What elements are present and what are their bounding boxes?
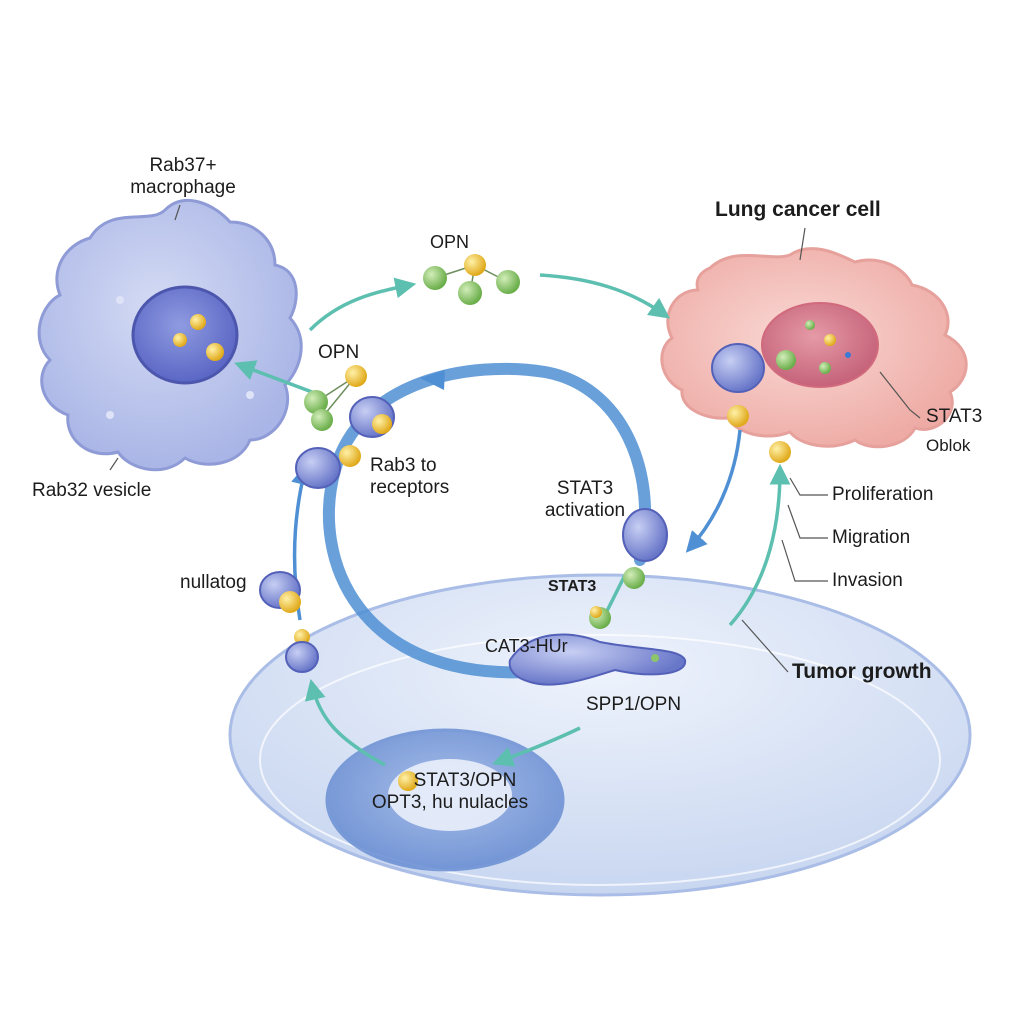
arrow-spp1-to-nucleus [492,726,581,767]
spp1-opn-label: SPP1/OPN [586,694,682,715]
opn-top-label: OPN [430,232,470,252]
migration-label: Migration [832,527,911,548]
nucleus-line1: STAT3/OPN [413,770,517,791]
tumor-growth-label: Tumor growth [792,660,932,683]
arrow-cancer-down [685,429,742,553]
rab-receptors-line2: receptors [370,476,450,498]
macrophage-cell [37,199,303,472]
arrow-nucleus-up [305,678,386,767]
arrow-up-to-cancer [728,463,791,627]
lung-cancer-cell-title: Lung cancer cell [715,198,881,221]
stat3-activation-line2: activation [544,499,626,521]
blue-cycle-arrow [322,362,652,679]
rab-receptors-line1: Rab3 to [370,455,437,476]
stat3-right-label: STAT3 [926,406,983,427]
stat3-activation-label: STAT3 activation [515,478,655,522]
stat-mid-label: STAT3 [548,578,597,595]
stat3-activation-line1: STAT3 [556,478,614,499]
cancer-cell [660,247,968,463]
arrow-opn-to-cancer [539,273,671,319]
rab-receptors-label: Rab3 to receptors [370,455,449,499]
arrow-to-macrophage [234,360,321,397]
macrophage-title-line1: Rab37+ [149,155,217,176]
opn-molecule-top [423,254,520,305]
nullator-label: nullatog [180,572,247,593]
nucleus-line2: OPT3, hu nulacles [371,791,529,813]
stat3-right-sub-label: Oblok [926,436,971,455]
proliferation-label: Proliferation [832,484,934,505]
rab-vesicle-label: Rab32 vesicle [32,480,152,501]
opn-cluster-left [295,365,395,489]
stat3-vesicles [508,508,687,686]
macrophage-title-line2: macrophage [130,176,236,198]
left-vesicles [259,571,319,673]
arrow-mac-to-opn [308,277,417,332]
macrophage-title: Rab37+ macrophage [108,155,258,199]
opn-left-label: OPN [318,342,360,363]
nucleus-label: STAT3/OPN OPT3, hu nulacles [345,770,555,814]
cat-label: CAT3-HUr [485,636,568,656]
invasion-label: Invasion [832,570,903,591]
